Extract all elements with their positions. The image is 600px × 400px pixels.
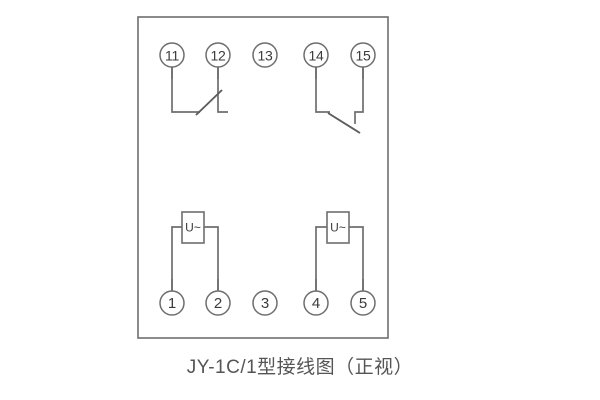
normally-open-contact-11-12-left-lead — [171, 67, 200, 113]
terminal-13-circle[interactable] — [252, 42, 278, 68]
coil-unit-left-box — [181, 211, 205, 244]
terminal-4-label: 4 — [312, 295, 320, 312]
terminal-14-circle[interactable] — [303, 42, 329, 68]
normally-closed-contact-14-15-right-lead — [354, 67, 364, 124]
terminal-15-circle[interactable] — [350, 42, 376, 68]
coil-unit-left: U~ — [171, 211, 219, 291]
terminal-3-label: 3 — [261, 295, 269, 312]
coil-unit-left-label: U~ — [185, 221, 201, 235]
terminal-11[interactable]: 11 — [159, 42, 185, 79]
normally-closed-contact-14-15-left-lead — [315, 67, 330, 113]
terminal-11-label: 11 — [165, 48, 179, 64]
coil-unit-right: U~ — [315, 211, 364, 291]
terminal-11-circle[interactable] — [159, 42, 185, 68]
terminal-4-circle[interactable] — [303, 290, 329, 316]
terminal-5[interactable]: 5 — [350, 279, 376, 316]
normally-open-contact-11-12-right-lead — [217, 67, 228, 113]
terminal-5-circle[interactable] — [350, 290, 376, 316]
terminal-14-label: 14 — [309, 48, 324, 64]
normally-open-contact-11-12 — [171, 67, 228, 116]
terminal-5-label: 5 — [359, 295, 367, 312]
terminal-1[interactable]: 1 — [159, 279, 185, 316]
contacts-layer — [171, 67, 364, 134]
terminal-12[interactable]: 12 — [205, 42, 231, 79]
terminal-2-circle[interactable] — [205, 290, 231, 316]
terminal-12-circle[interactable] — [205, 42, 231, 68]
terminal-13[interactable]: 13 — [252, 42, 278, 68]
terminal-4[interactable]: 4 — [303, 279, 329, 316]
coil-unit-right-right-lead — [349, 226, 364, 291]
coil-unit-left-right-lead — [204, 226, 219, 291]
terminal-3[interactable]: 3 — [252, 290, 278, 316]
coils-layer: U~ U~ — [171, 211, 364, 291]
relay-panel-outline — [137, 16, 389, 339]
normally-closed-contact-14-15-blade — [327, 112, 361, 134]
terminal-3-circle[interactable] — [252, 290, 278, 316]
terminal-14[interactable]: 14 — [303, 42, 329, 79]
terminal-1-label: 1 — [168, 295, 176, 312]
terminal-1-circle[interactable] — [159, 290, 185, 316]
coil-unit-right-left-lead — [315, 226, 327, 291]
terminal-2-label: 2 — [214, 295, 222, 312]
normally-open-contact-11-12-blade — [195, 89, 223, 116]
coil-unit-left-left-lead — [171, 226, 182, 291]
coil-unit-right-box — [326, 211, 350, 244]
coil-unit-right-label: U~ — [330, 221, 346, 235]
terminal-13-label: 13 — [258, 48, 273, 64]
normally-closed-contact-14-15 — [315, 67, 364, 134]
figure-caption: JY-1C/1型接线图（正视） — [186, 357, 414, 378]
terminal-15-label: 15 — [356, 48, 371, 64]
terminal-15[interactable]: 15 — [350, 42, 376, 79]
terminal-2[interactable]: 2 — [205, 279, 231, 316]
terminal-12-label: 12 — [211, 48, 226, 64]
